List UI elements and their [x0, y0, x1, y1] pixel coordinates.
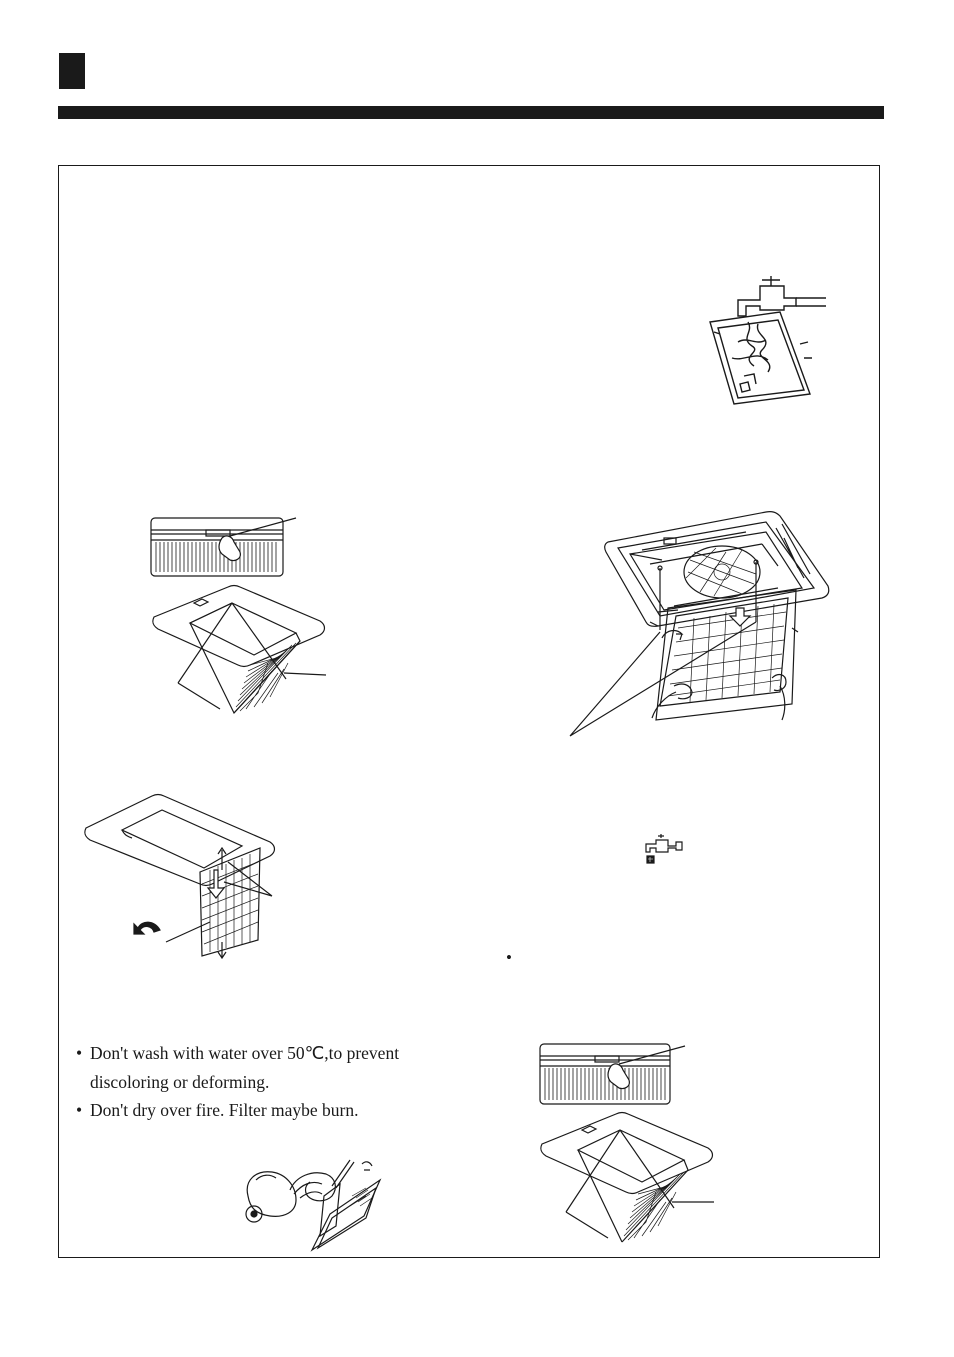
faucet-small-icon: [644, 834, 684, 864]
header-rule: [58, 106, 884, 119]
note-item: • Don't wash with water over 50℃,to preve…: [76, 1039, 476, 1068]
section-marker: [59, 53, 85, 89]
bullet: •: [76, 1043, 83, 1063]
ceiling-cassette-open-panel-illustration: [566, 508, 832, 740]
grille-latch-detail-illustration: [150, 516, 298, 578]
open-grille-with-filter-repeat-illustration: [538, 1110, 718, 1246]
bullet: •: [76, 1100, 83, 1120]
filter-removal-illustration: [82, 792, 282, 960]
note-item: • Don't dry over fire. Filter maybe burn.: [76, 1096, 476, 1125]
open-grille-with-filter-illustration: [150, 583, 330, 717]
note-item-continuation: discoloring or deforming.: [76, 1068, 476, 1097]
grille-latch-detail-repeat-illustration: [539, 1042, 687, 1108]
faucet-washing-filter-illustration: [700, 272, 830, 412]
note-text: Don't dry over fire. Filter maybe burn.: [90, 1100, 359, 1120]
note-text: Don't wash with water over 50℃,to preven…: [90, 1043, 400, 1063]
caution-notes: • Don't wash with water over 50℃,to preve…: [76, 1039, 476, 1125]
vacuum-cleaning-filter-illustration: [240, 1156, 390, 1250]
lone-bullet: •: [506, 948, 512, 967]
content-frame: [58, 165, 880, 1258]
note-text: discoloring or deforming.: [90, 1071, 270, 1092]
